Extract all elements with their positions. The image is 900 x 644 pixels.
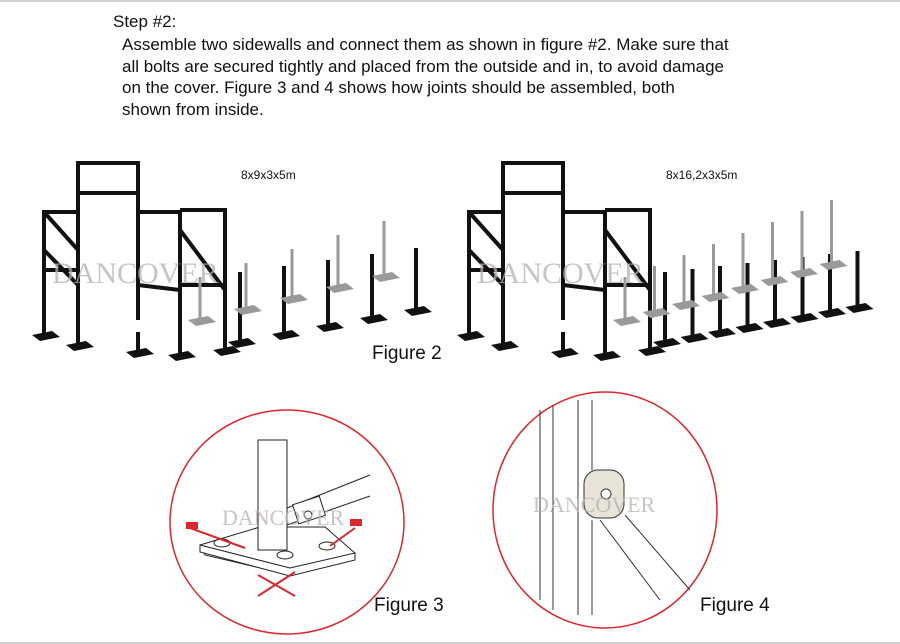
figure-3-drawing: DANCOVER — [169, 409, 405, 635]
watermark-fig2: DANCOVER — [477, 257, 644, 290]
figure-3-label: Figure 3 — [374, 595, 444, 616]
left-tent-size: 8x9x3x5m — [241, 168, 296, 182]
watermark-fig2: DANCOVER — [52, 257, 219, 290]
right-tent-size: 8x16,2x3x5m — [666, 168, 738, 182]
figure-4-drawing: DANCOVER — [492, 391, 718, 629]
instruction-line: shown from inside. — [122, 99, 264, 119]
figure-2-drawing: DANCOVER DANCOVER — [32, 161, 874, 361]
instruction-line: all bolts are secured tightly and placed… — [122, 56, 724, 76]
instruction-line: on the cover. Figure 3 and 4 shows how j… — [122, 78, 675, 97]
top-divider — [0, 0, 900, 2]
figure-4-label: Figure 4 — [700, 595, 770, 616]
step-title: Step #2: — [113, 12, 177, 31]
watermark-fig4: DANCOVER — [533, 492, 656, 517]
instructions: Assemble two sidewalls and connect them … — [122, 34, 812, 120]
watermark-fig3: DANCOVER — [222, 505, 345, 530]
instruction-line: Assemble two sidewalls and connect them … — [122, 35, 729, 54]
bottom-divider — [0, 642, 900, 644]
figure-2-label: Figure 2 — [372, 343, 442, 364]
